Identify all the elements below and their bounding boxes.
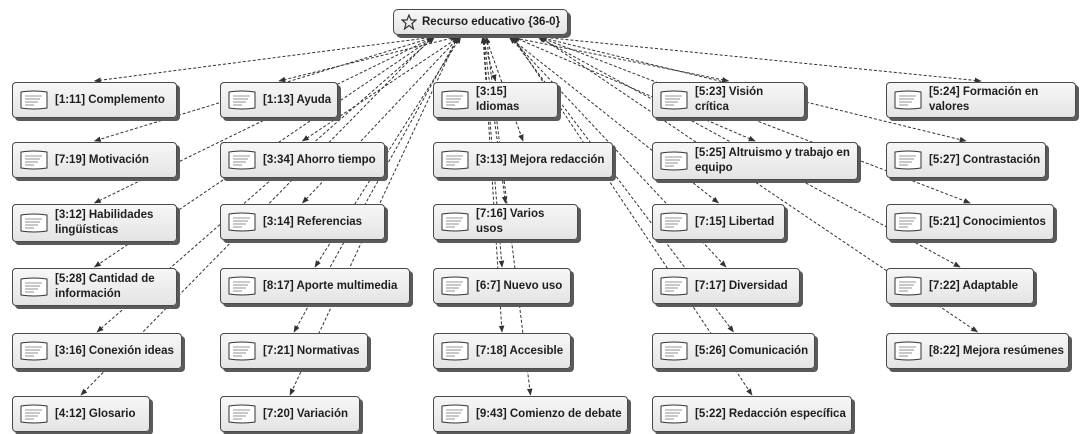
node-label: [5:26] Comunicación <box>695 344 809 357</box>
quote-document-icon <box>19 89 49 111</box>
quotation-node[interactable]: [5:24] Formación en valores <box>886 82 1076 118</box>
quote-document-icon <box>440 211 470 233</box>
node-label: [6:7] Nuevo uso <box>476 279 563 292</box>
node-label: [7:20] Variación <box>263 407 349 420</box>
quotation-node[interactable]: [3:15] Idiomas <box>433 82 558 118</box>
node-label: [7:15] Libertad <box>695 215 775 228</box>
node-label: [3:14] Referencias <box>263 215 363 228</box>
quote-document-icon <box>227 340 257 362</box>
quotation-node[interactable]: [7:20] Variación <box>220 396 360 432</box>
quotation-node[interactable]: [8:17] Aporte multimedia <box>220 268 410 304</box>
quote-document-icon <box>227 403 257 425</box>
quotation-node[interactable]: [3:16] Conexión ideas <box>12 333 182 369</box>
quote-document-icon <box>440 403 470 425</box>
node-label: [3:15] Idiomas <box>476 86 520 113</box>
quote-document-icon <box>19 149 49 171</box>
quote-document-icon <box>659 89 689 111</box>
network-node-icon <box>400 13 418 31</box>
quote-document-icon <box>440 275 470 297</box>
quote-document-icon <box>893 275 923 297</box>
node-label: [5:28] Cantidad de información <box>55 273 155 300</box>
quote-document-icon <box>440 340 470 362</box>
link-n4 <box>509 35 730 83</box>
quote-document-icon <box>19 212 49 234</box>
quote-document-icon <box>659 211 689 233</box>
node-label: [1:13] Ayuda <box>263 93 332 106</box>
quotation-node[interactable]: [1:11] Complemento <box>12 82 177 118</box>
quote-document-icon <box>893 340 923 362</box>
quotation-node[interactable]: [5:22] Redacción específica <box>652 396 852 432</box>
link-n11 <box>93 36 435 204</box>
node-label: [3:34] Ahorro tiempo <box>263 153 376 166</box>
node-label: [3:12] Habilidades lingüísticas <box>55 209 154 236</box>
quotation-node[interactable]: [7:22] Adaptable <box>886 268 1034 304</box>
quotation-node[interactable]: [7:17] Diversidad <box>652 268 800 304</box>
quote-document-icon <box>227 89 257 111</box>
node-label: [5:25] Altruismo y trabajo en equipo <box>695 147 850 174</box>
link-n1 <box>93 35 435 83</box>
node-label: [7:18] Accesible <box>476 344 564 357</box>
quote-document-icon <box>19 340 49 362</box>
quote-document-icon <box>659 403 689 425</box>
quote-document-icon <box>19 403 49 425</box>
quote-document-icon <box>893 211 923 233</box>
link-n5 <box>539 34 982 84</box>
root-node-recurso-educativo[interactable]: Recurso educativo {36-0} <box>393 9 568 35</box>
quotation-node[interactable]: [5:28] Cantidad de información <box>12 268 177 306</box>
quotation-node[interactable]: [4:12] Glosario <box>12 396 150 432</box>
quote-document-icon <box>440 89 470 111</box>
quote-document-icon <box>440 149 470 171</box>
node-label: [7:19] Motivación <box>55 153 149 166</box>
node-label: [7:16] Varios usos <box>476 208 545 235</box>
quote-document-icon <box>659 340 689 362</box>
node-label: [8:17] Aporte multimedia <box>263 279 398 292</box>
quotation-node[interactable]: [5:26] Comunicación <box>652 333 815 369</box>
node-label: [9:43] Comienzo de debate <box>476 407 622 420</box>
quotation-node[interactable]: [5:25] Altruismo y trabajo en equipo <box>652 142 858 180</box>
node-label: [7:17] Diversidad <box>695 279 788 292</box>
node-label: [5:23] Visión crítica <box>695 86 764 113</box>
node-label: [5:24] Formación en valores <box>929 86 1039 113</box>
node-label: [5:27] Contrastación <box>929 153 1041 166</box>
quotation-node[interactable]: [7:16] Varios usos <box>433 204 578 240</box>
quote-document-icon <box>19 276 49 298</box>
quote-document-icon <box>893 89 923 111</box>
node-label: [7:22] Adaptable <box>929 279 1019 292</box>
quote-document-icon <box>659 275 689 297</box>
node-label: [5:21] Conocimientos <box>929 215 1046 228</box>
quotation-node[interactable]: [7:19] Motivación <box>12 142 177 178</box>
link-n12 <box>302 36 460 204</box>
quotation-node[interactable]: [9:43] Comienzo de debate <box>433 396 628 432</box>
node-label: [7:21] Normativas <box>263 344 360 357</box>
quotation-node[interactable]: [5:21] Conocimientos <box>886 204 1054 240</box>
node-label: [5:22] Redacción específica <box>695 407 846 420</box>
quote-document-icon <box>227 149 257 171</box>
quotation-node[interactable]: [3:12] Habilidades lingüísticas <box>12 204 177 242</box>
quotation-node[interactable]: [7:15] Libertad <box>652 204 785 240</box>
link-n2 <box>278 35 457 83</box>
node-label: [3:16] Conexión ideas <box>55 344 174 357</box>
quotation-node[interactable]: [5:27] Contrastación <box>886 142 1046 178</box>
node-label: Recurso educativo {36-0} <box>422 15 561 28</box>
quote-document-icon <box>227 275 257 297</box>
quotation-node[interactable]: [3:14] Referencias <box>220 204 385 240</box>
node-label: [3:13] Mejora redacción <box>476 153 605 166</box>
node-label: [1:11] Complemento <box>55 93 165 106</box>
node-label: [4:12] Glosario <box>55 407 136 420</box>
quote-document-icon <box>893 149 923 171</box>
quote-document-icon <box>659 150 689 172</box>
quotation-node[interactable]: [8:22] Mejora resúmenes <box>886 333 1069 369</box>
quotation-node[interactable]: [3:34] Ahorro tiempo <box>220 142 385 178</box>
quotation-node[interactable]: [1:13] Ayuda <box>220 82 338 118</box>
node-label: [8:22] Mejora resúmenes <box>929 344 1064 357</box>
quotation-node[interactable]: [5:23] Visión crítica <box>652 82 805 118</box>
quotation-node[interactable]: [7:21] Normativas <box>220 333 368 369</box>
quote-document-icon <box>227 211 257 233</box>
quotation-node[interactable]: [6:7] Nuevo uso <box>433 268 571 304</box>
quotation-node[interactable]: [3:13] Mejora redacción <box>433 142 613 178</box>
quotation-node[interactable]: [7:18] Accesible <box>433 333 571 369</box>
